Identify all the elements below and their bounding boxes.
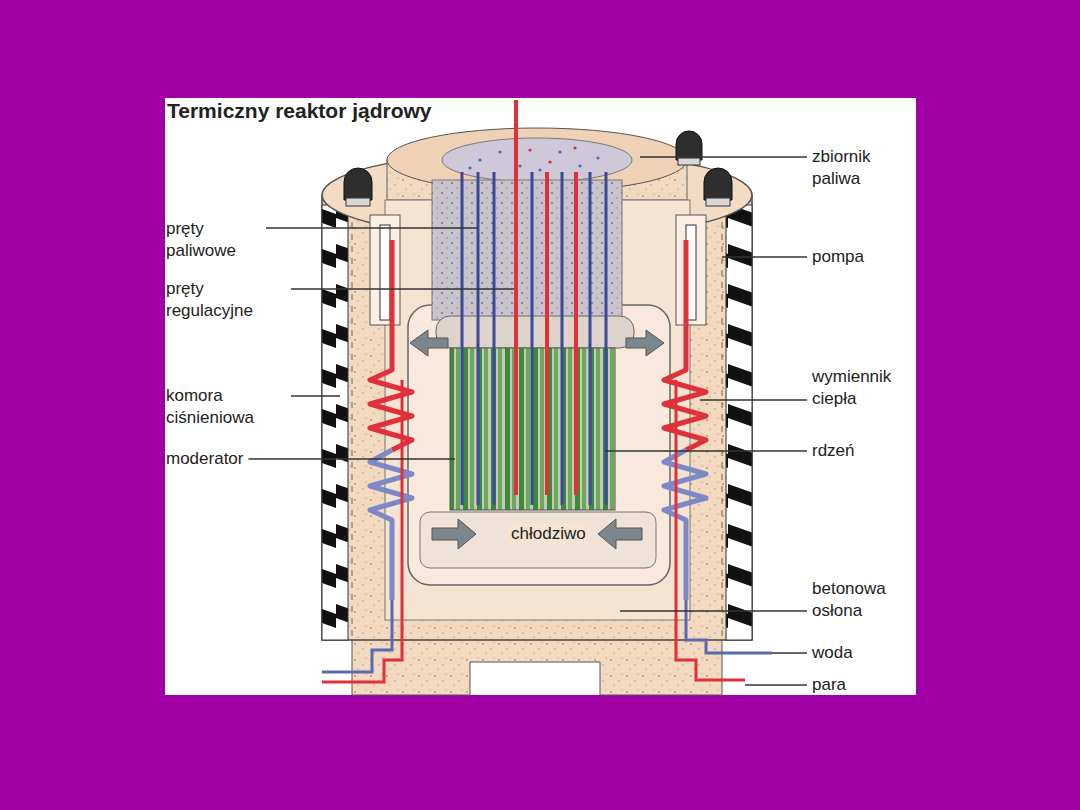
leader-line: [722, 256, 807, 258]
part-label: chłodziwo: [508, 523, 589, 545]
leader-line: [620, 610, 807, 612]
leader-line: [266, 227, 478, 229]
leader-line: [772, 652, 807, 654]
leader-line: [291, 288, 514, 290]
part-label: pompa: [812, 246, 864, 268]
leader-line: [700, 399, 807, 401]
leader-line: [291, 395, 340, 397]
part-label: para: [812, 674, 846, 696]
part-label: komora ciśnieniowa: [166, 385, 286, 429]
diagram-title: Termiczny reaktor jądrowy: [167, 98, 432, 124]
part-label: rdzeń: [812, 440, 855, 462]
leader-line: [605, 450, 807, 452]
leader-line: [745, 684, 807, 686]
part-label: woda: [812, 642, 853, 664]
leader-line: [640, 156, 807, 158]
part-label: wymiennik ciepła: [812, 366, 916, 410]
part-label: moderator: [166, 448, 243, 470]
part-label: pręty regulacyjne: [166, 278, 286, 322]
part-label: pręty paliwowe: [166, 218, 261, 262]
part-label: betonowa osłona: [812, 578, 912, 622]
part-label: zbiornik paliwa: [812, 146, 912, 190]
leader-line: [248, 458, 455, 460]
